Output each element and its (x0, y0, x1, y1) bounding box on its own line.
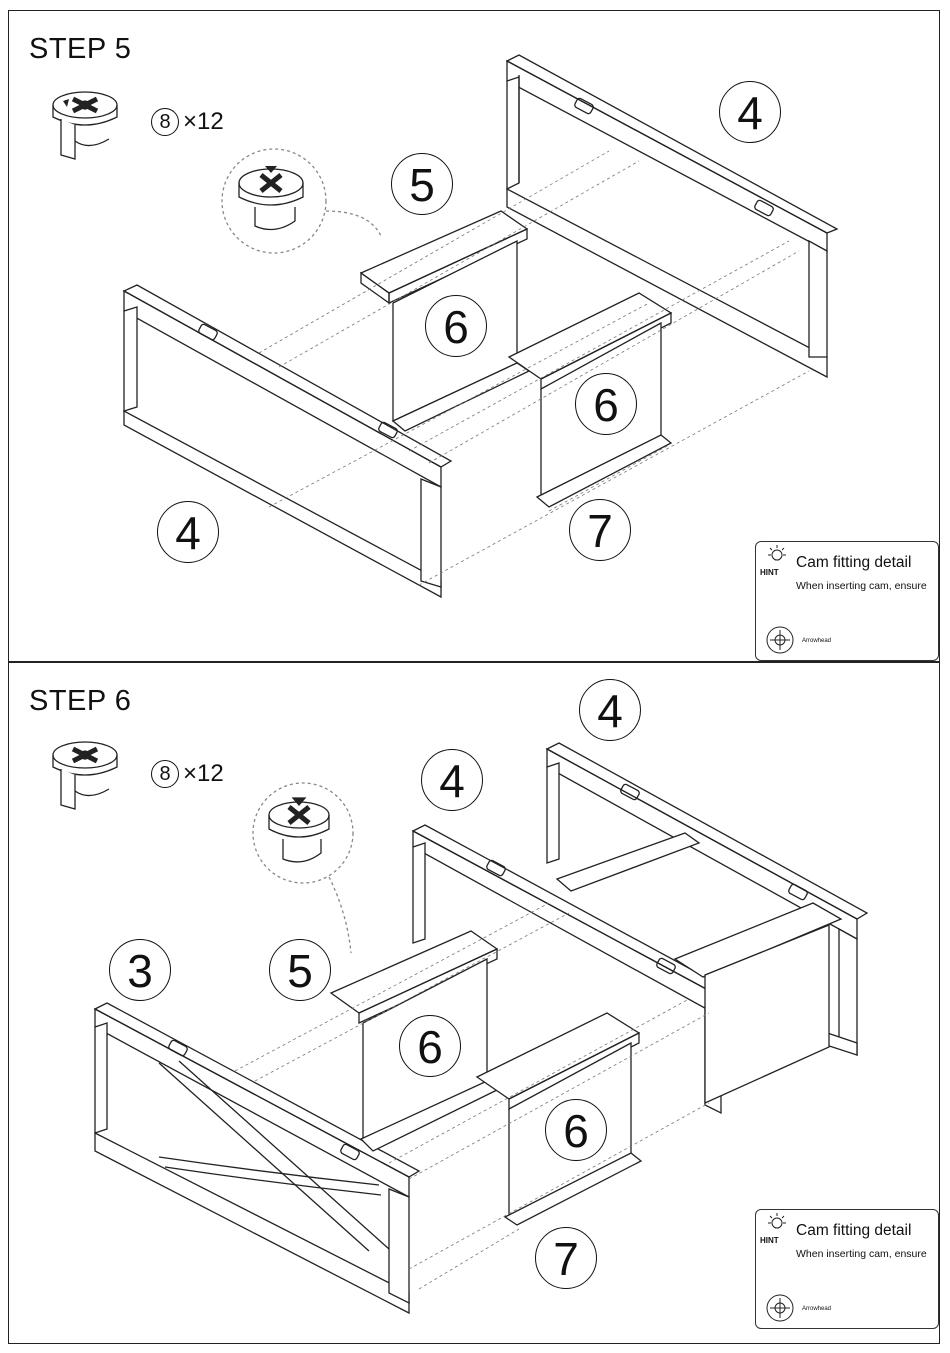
part-label-cabinet-left: 6 (425, 295, 487, 357)
part-label-frame-left: 4 (157, 501, 219, 563)
part-number-circle: 8 (151, 760, 179, 788)
frame-right-4 (507, 55, 837, 377)
hardware-quantity: 8 ×12 (151, 760, 224, 788)
lightbulb-icon (762, 1212, 792, 1238)
hint-text: When inserting cam, ensure (796, 1248, 936, 1260)
arrowhead-cam-icon (764, 1292, 800, 1328)
part-label-frame-back: 4 (579, 679, 641, 741)
step-6-panel: STEP 6 (8, 662, 940, 1344)
part-label-bottom-board: 7 (535, 1227, 597, 1289)
lightbulb-icon (762, 544, 792, 570)
part-label-cabinet-right: 6 (575, 373, 637, 435)
hint-word: HINT (760, 1236, 779, 1245)
part-label-cabinet-right: 6 (545, 1099, 607, 1161)
hint-title: Cam fitting detail (796, 554, 911, 572)
part-label-top-board: 5 (269, 939, 331, 1001)
quantity-text: ×12 (183, 108, 224, 136)
cam-detail-callout (222, 149, 381, 253)
hint-box: HINT Cam fitting detail When inserting c… (755, 541, 939, 661)
part-number-circle: 8 (151, 108, 179, 136)
hint-word: HINT (760, 568, 779, 577)
arrowhead-cam-icon (764, 624, 800, 660)
arrowhead-label: Arrowhead (802, 638, 831, 644)
cam-lock-icon (53, 742, 117, 809)
hint-title: Cam fitting detail (796, 1222, 911, 1240)
part-label-cabinet-left: 6 (399, 1015, 461, 1077)
arrowhead-label: Arrowhead (802, 1306, 831, 1312)
quantity-text: ×12 (183, 760, 224, 788)
step-5-panel: STEP 5 (8, 10, 940, 662)
part-label-top-board: 5 (391, 153, 453, 215)
hint-text: When inserting cam, ensure (796, 580, 936, 592)
cam-detail-callout (253, 783, 353, 953)
cam-lock-icon (53, 92, 117, 159)
part-label-front-panel: 3 (109, 939, 171, 1001)
part-label-bottom-board: 7 (569, 499, 631, 561)
part-label-frame-right: 4 (719, 81, 781, 143)
hint-box: HINT Cam fitting detail When inserting c… (755, 1209, 939, 1329)
hardware-quantity: 8 ×12 (151, 108, 224, 136)
part-label-frame-middle: 4 (421, 749, 483, 811)
